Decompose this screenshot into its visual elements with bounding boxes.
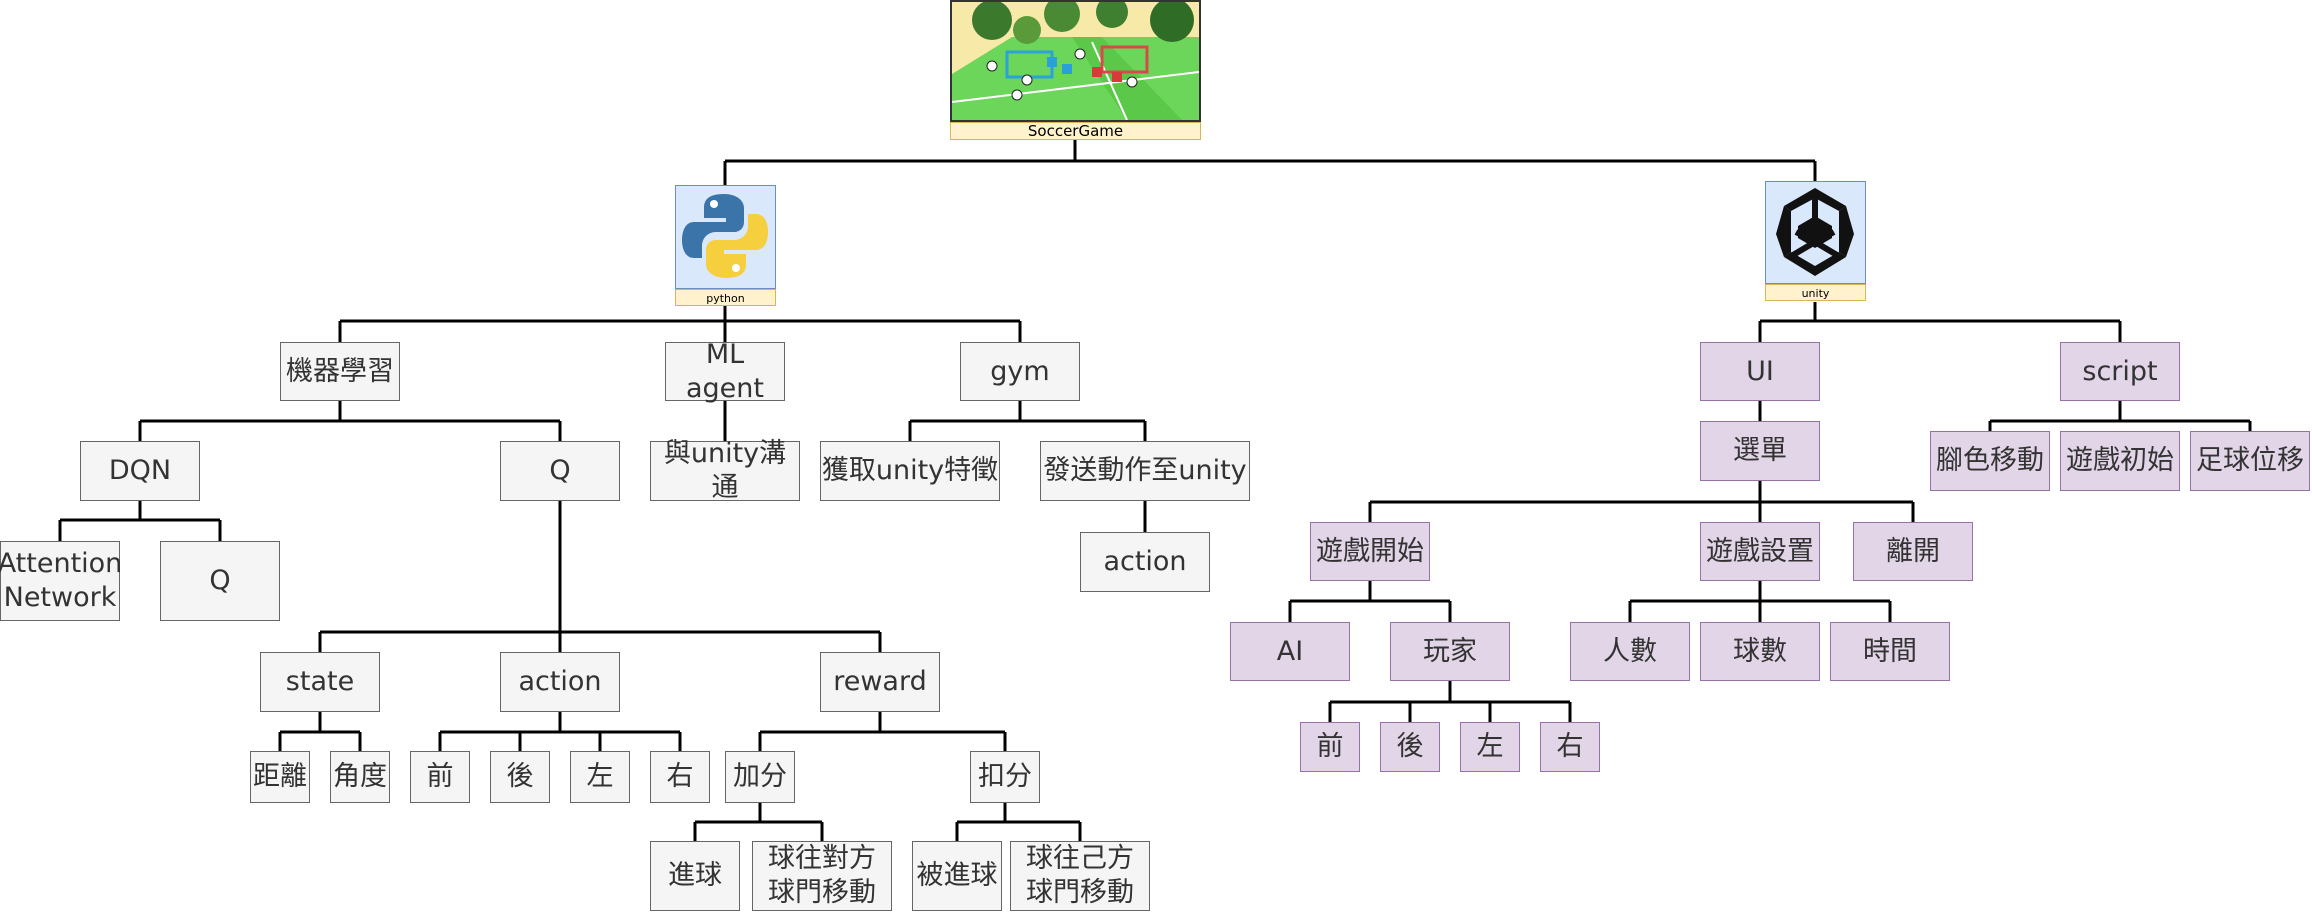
node-ball-toward-opponent-goal: 球往對方 球門移動 (752, 841, 892, 911)
node-player-forward: 前 (1300, 722, 1360, 772)
node-conceded: 被進球 (912, 841, 1002, 911)
node-dqn-q: Q (160, 541, 280, 621)
node-ball-displacement: 足球位移 (2190, 431, 2310, 491)
node-distance: 距離 (250, 751, 310, 803)
unity-icon (1776, 188, 1854, 276)
node-get-unity-features: 獲取unity特徵 (820, 441, 1000, 501)
node-right: 右 (650, 751, 710, 803)
node-exit: 離開 (1853, 522, 1973, 581)
node-q: Q (500, 441, 620, 501)
node-ml-agent: ML agent (665, 339, 785, 404)
unity-logo-box (1765, 181, 1866, 284)
python-logo-box (675, 185, 776, 289)
node-machine-learning: 機器學習 (280, 342, 400, 401)
node-forward: 前 (410, 751, 470, 803)
python-icon (682, 194, 768, 278)
node-player-count: 人數 (1570, 622, 1690, 681)
node-left: 左 (570, 751, 630, 803)
node-script: script (2060, 342, 2180, 401)
node-add-score: 加分 (725, 751, 795, 803)
soccer-game-caption: SoccerGame (950, 122, 1201, 140)
node-send-action-to-unity: 發送動作至unity (1040, 441, 1250, 501)
node-player-left: 左 (1460, 722, 1520, 772)
node-game-start: 遊戲開始 (1310, 522, 1430, 581)
node-dqn: DQN (80, 441, 200, 501)
soccer-field-image (952, 2, 1199, 120)
node-backward: 後 (490, 751, 550, 803)
node-attention-network: Attention Network (0, 541, 122, 621)
node-player-backward: 後 (1380, 722, 1440, 772)
node-gym: gym (960, 342, 1080, 401)
node-gym-action: action (1080, 532, 1210, 592)
node-angle: 角度 (330, 751, 390, 803)
python-caption: python (675, 289, 776, 306)
unity-caption: unity (1765, 284, 1866, 301)
node-communicate-unity: 與unity溝通 (650, 438, 800, 503)
node-player: 玩家 (1390, 622, 1510, 681)
node-action: action (500, 652, 620, 712)
node-ai: AI (1230, 622, 1350, 681)
node-player-right: 右 (1540, 722, 1600, 772)
node-ball-count: 球數 (1700, 622, 1820, 681)
soccer-game-thumbnail (950, 0, 1201, 122)
node-menu: 選單 (1700, 421, 1820, 481)
node-reward: reward (820, 652, 940, 712)
node-time: 時間 (1830, 622, 1950, 681)
node-state: state (260, 652, 380, 712)
node-game-init: 遊戲初始 (2060, 431, 2180, 491)
node-goal: 進球 (650, 841, 740, 911)
node-ui: UI (1700, 342, 1820, 401)
node-character-movement: 腳色移動 (1930, 431, 2050, 491)
node-game-settings: 遊戲設置 (1700, 522, 1820, 581)
node-deduct-score: 扣分 (970, 751, 1040, 803)
node-ball-toward-own-goal: 球往己方 球門移動 (1010, 841, 1150, 911)
